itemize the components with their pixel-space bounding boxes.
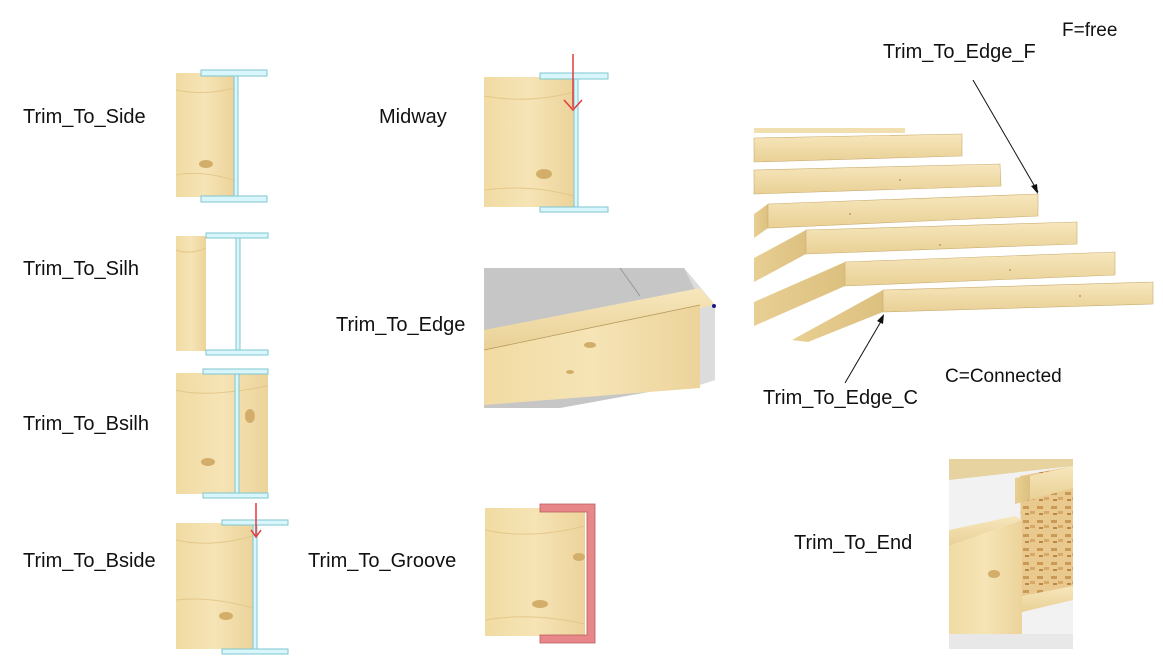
trim-to-bside-figure	[175, 503, 289, 655]
label-trim-to-silh: Trim_To_Silh	[23, 258, 139, 280]
label-trim-to-side: Trim_To_Side	[23, 106, 146, 128]
label-trim-to-edge-c: Trim_To_Edge_C	[763, 387, 918, 409]
label-trim-to-bsilh: Trim_To_Bsilh	[23, 413, 149, 435]
trim-to-edge-figure	[483, 267, 716, 408]
label-trim-to-bside: Trim_To_Bside	[23, 550, 156, 572]
trim-to-silh-figure	[175, 232, 269, 356]
midway-figure	[483, 54, 609, 213]
trim-to-groove-figure	[484, 503, 596, 644]
label-trim-to-groove: Trim_To_Groove	[308, 550, 457, 572]
trim-to-bsilh-figure	[175, 368, 269, 499]
trim-to-end-figure	[949, 459, 1073, 649]
joist-floor-figure	[753, 79, 1154, 384]
trim-to-side-figure	[175, 69, 268, 203]
label-trim-to-edge: Trim_To_Edge	[336, 314, 466, 336]
label-trim-to-end: Trim_To_End	[794, 532, 913, 554]
label-midway: Midway	[379, 106, 447, 128]
legend-free: F=free	[1062, 20, 1118, 41]
legend-connected: C=Connected	[945, 366, 1062, 387]
label-trim-to-edge-f: Trim_To_Edge_F	[883, 41, 1036, 63]
